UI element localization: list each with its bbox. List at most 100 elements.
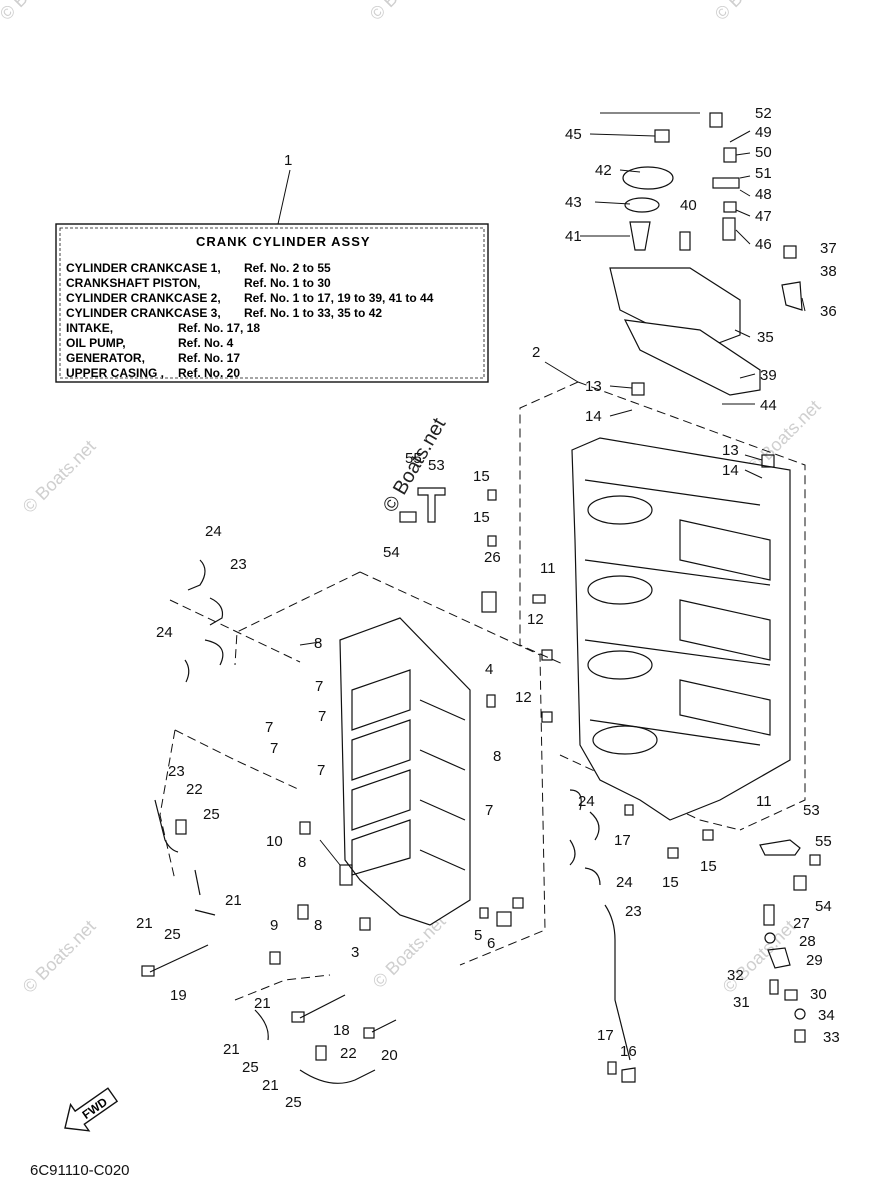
callout-23: 23 bbox=[230, 556, 247, 573]
callout-37: 37 bbox=[820, 240, 837, 257]
assembly-row-name: CRANKSHAFT PISTON, bbox=[66, 276, 200, 290]
assembly-row-ref: Ref. No. 2 to 55 bbox=[244, 261, 331, 275]
assembly-info-box: 1 CRANK CYLINDER ASSY CYLINDER CRANKCASE… bbox=[55, 152, 489, 383]
callout-3: 3 bbox=[351, 944, 359, 961]
assembly-row-name: UPPER CASING , bbox=[66, 366, 164, 380]
assembly-row-ref: Ref. No. 20 bbox=[178, 366, 240, 380]
callout-24: 24 bbox=[578, 793, 595, 810]
watermark-center-low: © Boats.net bbox=[369, 911, 450, 992]
assembly-row-name: CYLINDER CRANKCASE 2, bbox=[66, 291, 221, 305]
callout-7: 7 bbox=[315, 678, 323, 695]
callout-6: 6 bbox=[487, 935, 495, 952]
callout-39: 39 bbox=[760, 367, 777, 384]
watermark-top-left: © Boats.net bbox=[0, 0, 77, 24]
callout-12: 12 bbox=[515, 689, 532, 706]
callout-15: 15 bbox=[662, 874, 679, 891]
callout-35: 35 bbox=[757, 329, 774, 346]
callout-23: 23 bbox=[168, 763, 185, 780]
callout-22: 22 bbox=[186, 781, 203, 798]
callout-54: 54 bbox=[383, 544, 400, 561]
callout-17: 17 bbox=[597, 1027, 614, 1044]
callout-12: 12 bbox=[527, 611, 544, 628]
callout-49: 49 bbox=[755, 124, 772, 141]
callout-15: 15 bbox=[700, 858, 717, 875]
callout-25: 25 bbox=[242, 1059, 259, 1076]
callout-17: 17 bbox=[614, 832, 631, 849]
watermark-top-right: © Boats.net bbox=[711, 0, 792, 24]
callout-18: 18 bbox=[333, 1022, 350, 1039]
callout-43: 43 bbox=[565, 194, 582, 211]
assembly-row-name: OIL PUMP, bbox=[66, 336, 126, 350]
callout-21: 21 bbox=[254, 995, 271, 1012]
callout-13: 13 bbox=[585, 378, 602, 395]
callout-32: 32 bbox=[727, 967, 744, 984]
callout-41: 41 bbox=[565, 228, 582, 245]
assembly-title: CRANK CYLINDER ASSY bbox=[196, 234, 371, 249]
callout-38: 38 bbox=[820, 263, 837, 280]
callout-53: 53 bbox=[428, 457, 445, 474]
assembly-row-ref: Ref. No. 1 to 17, 19 to 39, 41 to 44 bbox=[244, 291, 434, 305]
callout-5: 5 bbox=[474, 927, 482, 944]
callout-11: 11 bbox=[756, 793, 772, 810]
callout-34: 34 bbox=[818, 1007, 835, 1024]
part-drawings bbox=[141, 112, 821, 1084]
callout-8: 8 bbox=[298, 854, 306, 871]
leader-lines bbox=[299, 112, 806, 866]
callout-46: 46 bbox=[755, 236, 772, 253]
callout-24: 24 bbox=[616, 874, 633, 891]
callout-7: 7 bbox=[270, 740, 278, 757]
assembly-row-ref: Ref. No. 17 bbox=[178, 351, 240, 365]
callout-21: 21 bbox=[223, 1041, 240, 1058]
callout-29: 29 bbox=[806, 952, 823, 969]
callout-25: 25 bbox=[203, 806, 220, 823]
watermark-left-low: © Boats.net bbox=[19, 916, 100, 997]
assembly-row-ref: Ref. No. 1 to 33, 35 to 42 bbox=[244, 306, 382, 320]
callout-51: 51 bbox=[755, 165, 772, 182]
callout-8: 8 bbox=[493, 748, 501, 765]
callout-40: 40 bbox=[680, 197, 697, 214]
cylinder-crankcase-block bbox=[571, 437, 791, 821]
callout-22: 22 bbox=[340, 1045, 357, 1062]
callout-33: 33 bbox=[823, 1029, 840, 1046]
callout-8: 8 bbox=[314, 635, 322, 652]
callout-4: 4 bbox=[485, 661, 493, 678]
callout-44: 44 bbox=[760, 397, 777, 414]
callout-13: 13 bbox=[722, 442, 739, 459]
callout-2: 2 bbox=[532, 344, 540, 361]
callout-50: 50 bbox=[755, 144, 772, 161]
callout-9: 9 bbox=[270, 917, 278, 934]
callout-10: 10 bbox=[266, 833, 283, 850]
callout-label: 1 bbox=[284, 152, 292, 169]
callout-11: 11 bbox=[540, 560, 556, 577]
callout-26: 26 bbox=[484, 549, 501, 566]
callout-53: 53 bbox=[803, 802, 820, 819]
assembly-row-ref: Ref. No. 1 to 30 bbox=[244, 276, 331, 290]
callout-19: 19 bbox=[170, 987, 187, 1004]
callout-24: 24 bbox=[205, 523, 222, 540]
callout-31: 31 bbox=[733, 994, 750, 1011]
callout-16: 16 bbox=[620, 1043, 637, 1060]
callout-25: 25 bbox=[285, 1094, 302, 1111]
callout-7: 7 bbox=[265, 719, 273, 736]
callout-14: 14 bbox=[722, 462, 739, 479]
callout-47: 47 bbox=[755, 208, 772, 225]
watermark-top-mid: © Boats.net bbox=[366, 0, 447, 24]
callout-8: 8 bbox=[314, 917, 322, 934]
callout-24: 24 bbox=[156, 624, 173, 641]
assembly-row-name: CYLINDER CRANKCASE 3, bbox=[66, 306, 221, 320]
callout-15: 15 bbox=[473, 509, 490, 526]
callout-55: 55 bbox=[405, 450, 422, 467]
callout-15: 15 bbox=[473, 468, 490, 485]
callout-23: 23 bbox=[625, 903, 642, 920]
callout-55: 55 bbox=[815, 833, 832, 850]
callout-21: 21 bbox=[136, 915, 153, 932]
callout-21: 21 bbox=[262, 1077, 279, 1094]
callout-25: 25 bbox=[164, 926, 181, 943]
assembly-row-name: GENERATOR, bbox=[66, 351, 145, 365]
assembly-row-name: CYLINDER CRANKCASE 1, bbox=[66, 261, 221, 275]
callout-42: 42 bbox=[595, 162, 612, 179]
callout-21: 21 bbox=[225, 892, 242, 909]
fwd-arrow-icon: FWD bbox=[64, 1087, 119, 1132]
callout-45: 45 bbox=[565, 126, 582, 143]
callout-7: 7 bbox=[485, 802, 493, 819]
